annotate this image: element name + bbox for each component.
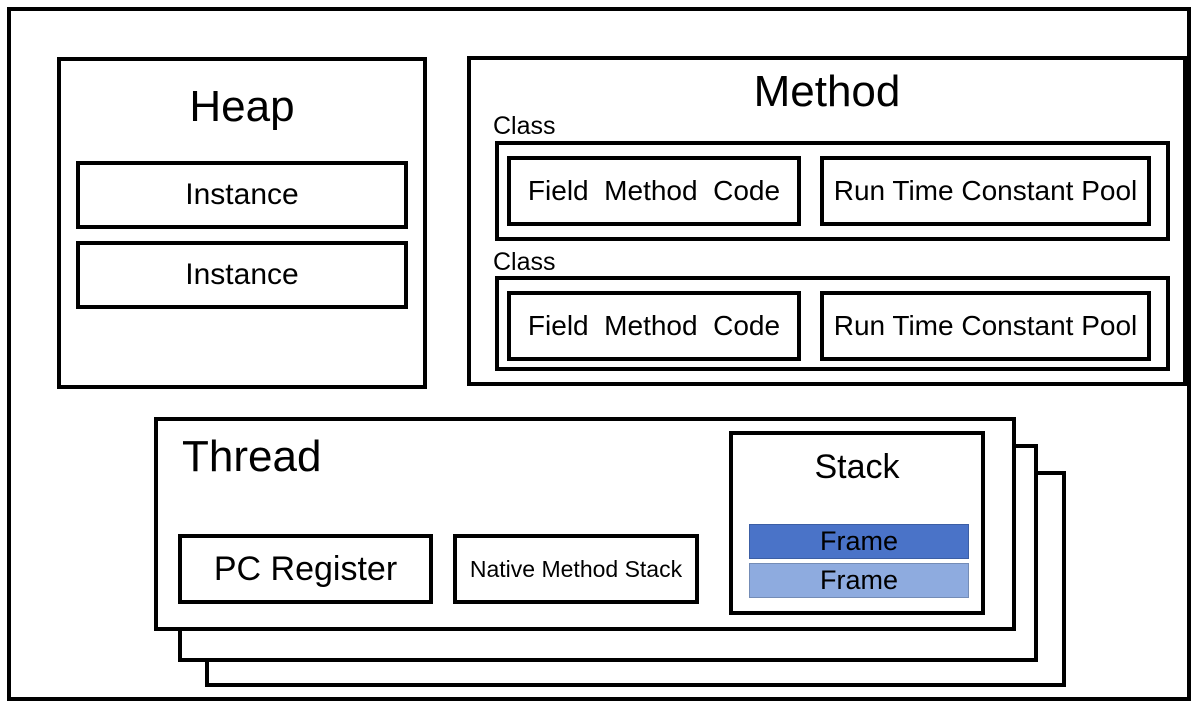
thread-title: Thread [182,432,322,481]
stack-frame-top: Frame [749,524,969,559]
pc-register-label: PC Register [213,549,398,588]
class-label: Class [493,112,556,140]
frame-label: Frame [819,526,898,556]
instance-label: Instance [185,178,299,211]
class-label: Class [493,248,556,276]
thread-box: Thread PC Register Native Method Stack S… [154,417,1016,631]
run-time-constant-pool-box: Run Time Constant Pool [820,156,1151,226]
field-method-code-label: Field Method Code [527,175,781,206]
instance-box: Instance [76,161,408,229]
pc-register-box: PC Register [178,534,433,604]
class-box: Field Method Code Run Time Constant Pool [495,141,1170,241]
native-method-stack-box: Native Method Stack [453,534,699,604]
diagram-outer-border: Heap Instance Instance Method Class Fiel… [7,7,1191,701]
heap-title: Heap [189,82,295,131]
stack-frame-bottom: Frame [749,563,969,598]
field-method-code-label: Field Method Code [527,310,781,341]
run-time-constant-pool-box: Run Time Constant Pool [820,291,1151,361]
run-time-constant-pool-label: Run Time Constant Pool [833,310,1138,341]
class-box: Field Method Code Run Time Constant Pool [495,276,1170,371]
method-area-title: Method [753,67,901,116]
run-time-constant-pool-label: Run Time Constant Pool [833,175,1138,206]
heap-box: Heap Instance Instance [57,57,427,389]
native-method-stack-label: Native Method Stack [469,555,683,582]
frame-label: Frame [819,565,898,595]
method-area-box: Method Class Field Method Code Run Time … [467,56,1187,386]
field-method-code-box: Field Method Code [507,291,801,361]
stack-box: Stack Frame Frame [729,431,985,615]
field-method-code-box: Field Method Code [507,156,801,226]
instance-label: Instance [185,258,299,291]
instance-box: Instance [76,241,408,309]
stack-title: Stack [814,448,900,486]
